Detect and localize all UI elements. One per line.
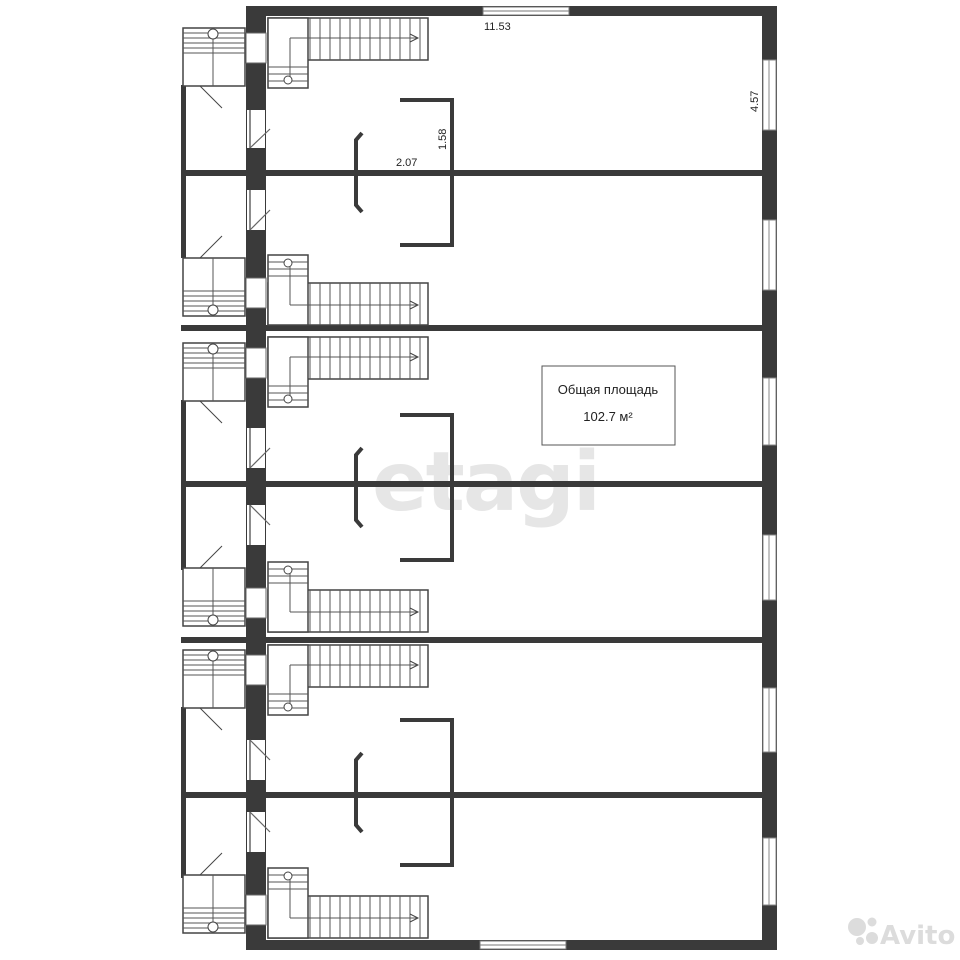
area-label: Общая площадь 102.7 м²	[541, 365, 676, 446]
entrance-porch-5	[181, 707, 186, 795]
horizontal-windows	[479, 6, 570, 950]
inner-door-4	[247, 504, 271, 545]
right-window-4	[762, 534, 777, 601]
dimension-stair-depth: 1.58	[437, 129, 449, 150]
avito-dots-icon	[848, 917, 878, 945]
right-window-2	[762, 219, 777, 291]
entrance-porch-1	[181, 85, 186, 173]
right-window-5	[762, 687, 777, 753]
staircase-5	[267, 644, 429, 716]
bracket-3	[354, 718, 454, 867]
inner-door-1	[247, 110, 271, 149]
entrance-annexes	[181, 27, 267, 934]
right-windows	[762, 59, 777, 906]
avito-logo: Avito	[848, 917, 955, 951]
entrance-porch-4	[181, 484, 186, 570]
staircase-3	[267, 336, 429, 408]
dimension-width-right: 4.57	[749, 91, 761, 112]
staircase-6	[267, 867, 429, 939]
staircase-1	[267, 17, 429, 89]
entrance-porch-6	[181, 795, 186, 878]
outside-steps-6	[182, 852, 267, 934]
right-window-3	[762, 377, 777, 446]
entrance-porch-2	[181, 173, 186, 258]
outside-steps-2	[182, 235, 267, 317]
divider-wall-1	[181, 170, 771, 176]
area-label-value: 102.7 м²	[583, 409, 633, 424]
inner-door-6	[247, 811, 271, 852]
area-label-box	[541, 365, 676, 446]
right-window-6	[762, 837, 777, 906]
bracket-2	[354, 413, 454, 562]
divider-wall-4	[181, 637, 771, 643]
bracket-1	[354, 98, 454, 247]
dimension-length-top: 11.53	[484, 21, 511, 33]
left-door-openings	[247, 110, 271, 852]
inner-door-3	[247, 428, 271, 469]
outside-steps-1	[182, 27, 267, 109]
divider-wall-3	[181, 481, 771, 487]
outside-steps-5	[182, 649, 267, 731]
inner-door-2	[247, 190, 271, 231]
staircase-2	[267, 254, 429, 326]
entrance-porch-3	[181, 400, 186, 484]
avito-wordmark: Avito	[880, 921, 955, 951]
area-label-title: Общая площадь	[558, 382, 659, 397]
outside-steps-3	[182, 342, 267, 424]
right-window-1	[762, 59, 777, 131]
dimension-stair-width: 2.07	[396, 157, 417, 169]
divider-wall-2	[181, 325, 771, 331]
outside-steps-4	[182, 545, 267, 627]
unit-divider-walls	[181, 170, 771, 798]
staircases	[267, 17, 429, 939]
staircase-4	[267, 561, 429, 633]
divider-wall-5	[181, 792, 771, 798]
inner-door-5	[247, 739, 271, 780]
stair-brackets	[354, 98, 454, 867]
